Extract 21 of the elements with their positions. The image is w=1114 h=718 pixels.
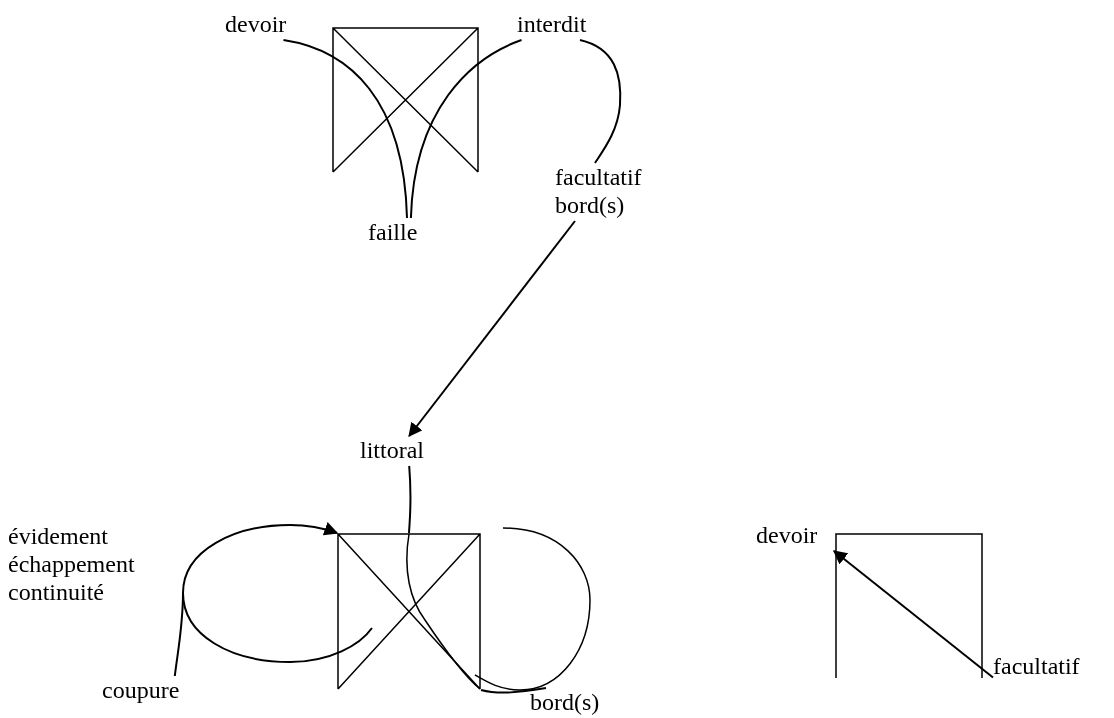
term-label: faille <box>368 218 419 246</box>
term-label: interdit <box>517 10 588 38</box>
term-label: devoir <box>225 10 288 38</box>
arrow <box>832 550 994 679</box>
arrow <box>173 522 339 677</box>
term-label: coupure <box>102 676 181 704</box>
term-label: facultatif <box>555 163 643 191</box>
term-label: échappement <box>8 550 136 578</box>
curve-line <box>480 687 547 694</box>
curve-line <box>408 465 412 534</box>
term-label: devoir <box>756 521 819 549</box>
term-label: facultatif <box>993 652 1081 680</box>
curve-line <box>409 39 523 219</box>
term-label: bord(s) <box>530 688 601 716</box>
term-label: évidement <box>8 522 109 550</box>
term-label: littoral <box>360 436 425 464</box>
term-label: bord(s) <box>555 191 626 219</box>
curve-line <box>579 39 622 164</box>
term-label: continuité <box>8 578 105 606</box>
curve-line <box>282 39 408 219</box>
arrow <box>408 220 576 438</box>
